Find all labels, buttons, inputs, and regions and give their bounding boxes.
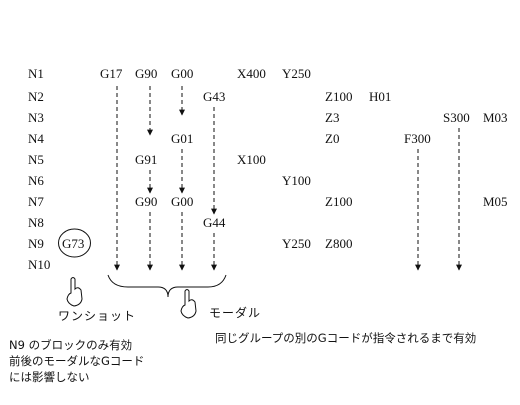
- code-word-label: Z0: [325, 131, 339, 146]
- code-word-label: G44: [203, 215, 226, 230]
- block-number-label: N1: [28, 66, 44, 81]
- code-word-label: S300: [443, 110, 470, 125]
- code-word-label: H01: [369, 89, 391, 104]
- block-number-label: N7: [28, 194, 44, 209]
- one-shot-caption: ワンショット: [58, 309, 137, 323]
- code-word-label: G90: [135, 194, 157, 209]
- code-word-label: G17: [100, 66, 123, 81]
- block-number-label: N5: [28, 152, 44, 167]
- code-word-label: G73: [62, 236, 84, 251]
- block-number-label: N4: [28, 131, 44, 146]
- block-number-label: N9: [28, 236, 44, 251]
- code-word-label: Y100: [282, 173, 311, 188]
- one-shot-note-line-3: には影響しない: [9, 370, 90, 384]
- code-word-label: G43: [203, 89, 225, 104]
- code-word-label: G01: [171, 131, 193, 146]
- block-number-label: N6: [28, 173, 44, 188]
- modal-caption: モーダル: [209, 306, 262, 320]
- one-shot-note-line-2: 前後のモーダルなGコード: [9, 354, 145, 368]
- block-number-label: N2: [28, 89, 44, 104]
- code-word-label: X400: [237, 66, 266, 81]
- code-word-label: G90: [135, 66, 157, 81]
- block-number-label: N8: [28, 215, 44, 230]
- one-shot-circle: [58, 228, 91, 258]
- modal-brace: [107, 274, 227, 298]
- code-word-label: F300: [404, 131, 431, 146]
- modal-pointer-icon: [180, 289, 197, 319]
- code-word-label: X100: [237, 152, 266, 167]
- one-shot-pointer-icon: [66, 277, 83, 307]
- block-number-label: N3: [28, 110, 44, 125]
- code-word-label: G91: [135, 152, 157, 167]
- one-shot-note-line-1: N9 のブロックのみ有効: [9, 338, 133, 352]
- code-word-label: Z3: [325, 110, 339, 125]
- code-word-label: Y250: [282, 66, 311, 81]
- code-word-label: M05: [483, 194, 508, 209]
- code-word-label: M03: [483, 110, 508, 125]
- code-word-label: Z100: [325, 89, 352, 104]
- modal-note: 同じグループの別のGコードが指令されるまで有効: [215, 331, 477, 345]
- code-word-label: Z100: [325, 194, 352, 209]
- code-word-label: G00: [171, 194, 193, 209]
- block-number-label: N10: [28, 257, 50, 272]
- code-word-label: Z800: [325, 236, 352, 251]
- code-word-label: G00: [171, 66, 193, 81]
- code-word-label: Y250: [282, 236, 311, 251]
